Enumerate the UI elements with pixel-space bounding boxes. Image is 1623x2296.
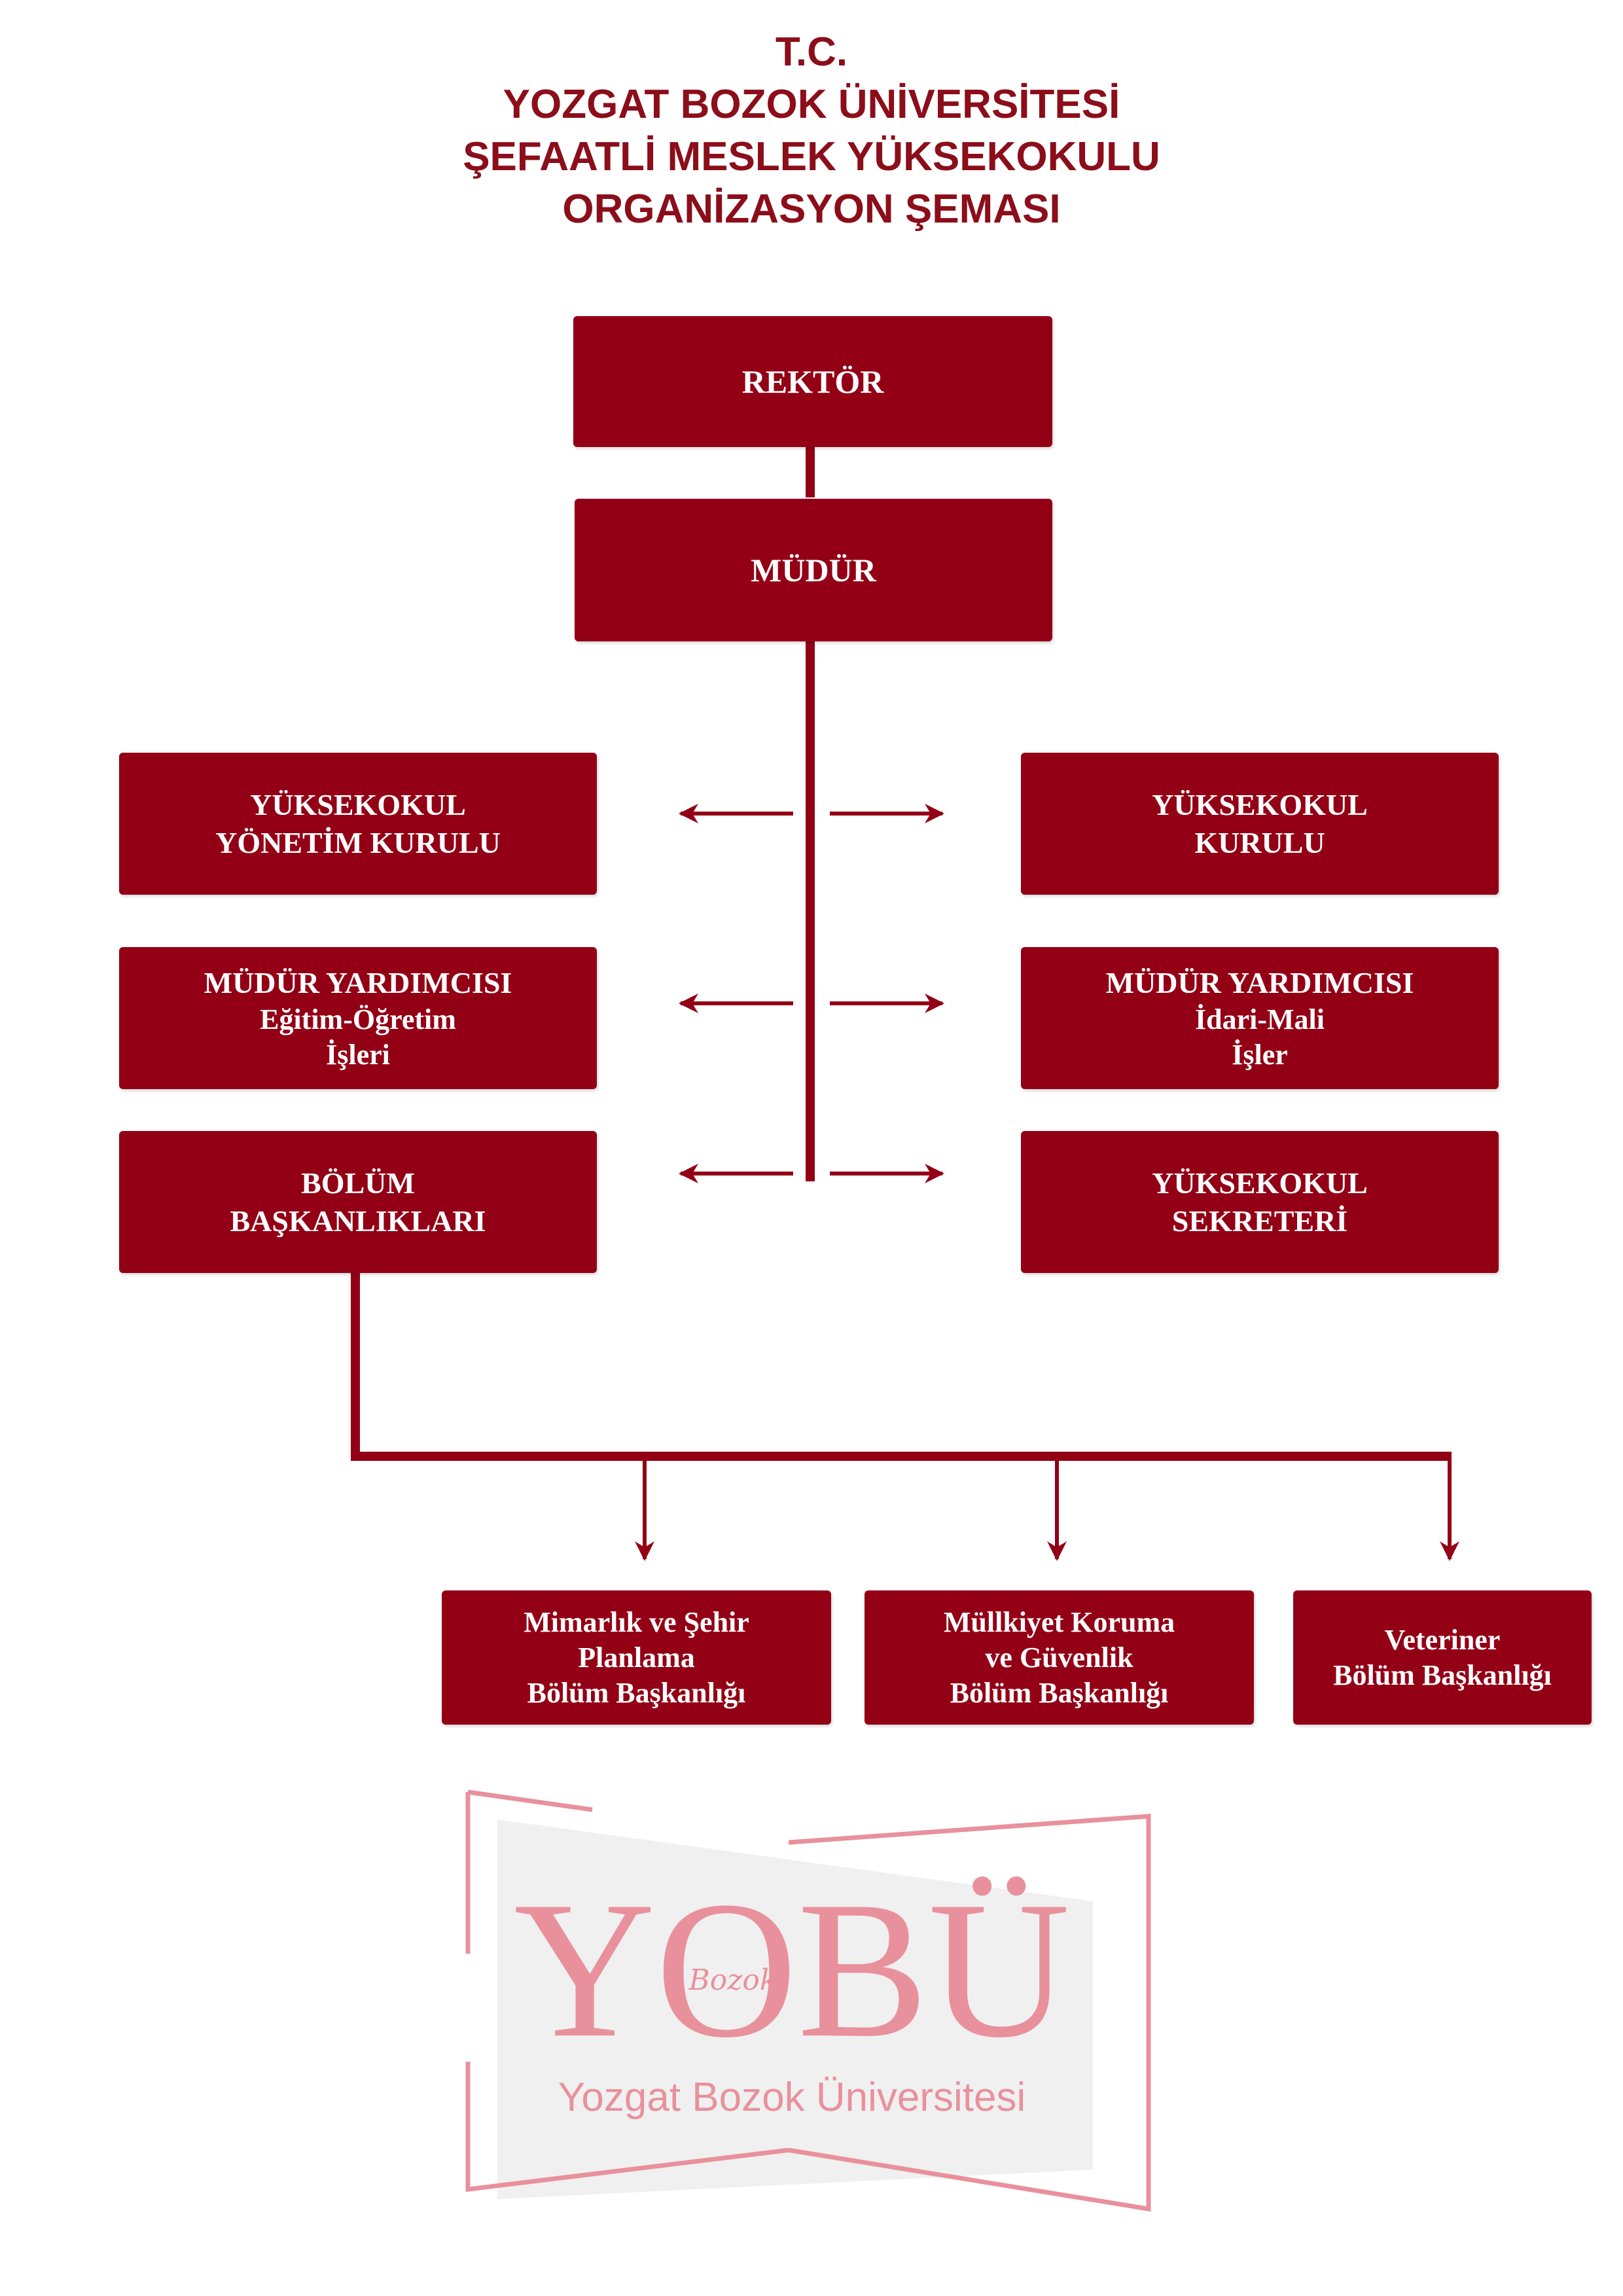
box-bolum-baskanliklari: BÖLÜM BAŞKANLIKLARI	[119, 1131, 597, 1273]
department-mulkiyet-line-3: Bölüm Başkanlığı	[950, 1676, 1169, 1709]
department-mimarlik-line-3: Bölüm Başkanlığı	[527, 1676, 746, 1709]
box-mudur-label: MÜDÜR	[751, 552, 876, 588]
box-mudur-yardimcisi-egitim: MÜDÜR YARDIMCISI Eğitim-Öğretim İşleri	[119, 947, 597, 1089]
title-line-1: T.C.	[775, 29, 848, 75]
box-rektor: REKTÖR	[573, 316, 1052, 447]
mudur-yrd-egitim-line-2: Eğitim-Öğretim	[260, 1003, 456, 1035]
title-line-3: ŞEFAATLİ MESLEK YÜKSEKOKULU	[463, 134, 1160, 179]
box-department-mimarlik: Mimarlık ve Şehir Planlama Bölüm Başkanl…	[442, 1590, 831, 1725]
sekreter-line-2: SEKRETERİ	[1171, 1204, 1348, 1238]
department-veteriner-line-2: Bölüm Başkanlığı	[1333, 1659, 1552, 1691]
box-department-mulkiyet: Müllkiyet Koruma ve Güvenlik Bölüm Başka…	[865, 1590, 1254, 1725]
department-bus	[351, 1270, 1450, 1461]
mudur-yrd-idari-line-3: İşler	[1232, 1038, 1288, 1071]
title-line-4: ORGANİZASYON ŞEMASI	[562, 187, 1061, 232]
bolum-baskanliklari-line-1: BÖLÜM	[301, 1166, 415, 1200]
box-mudur: MÜDÜR	[575, 499, 1052, 641]
logo-wordmark: YOBÜ	[514, 1861, 1070, 2078]
box-yonetim-kurulu: YÜKSEKOKUL YÖNETİM KURULU	[119, 753, 597, 895]
department-mulkiyet-line-1: Müllkiyet Koruma	[943, 1605, 1175, 1638]
yonetim-kurulu-line-1: YÜKSEKOKUL	[250, 787, 466, 821]
department-mimarlik-line-1: Mimarlık ve Şehir	[524, 1605, 749, 1638]
mudur-yrd-idari-line-2: İdari-Mali	[1195, 1003, 1325, 1035]
box-yuksekokul-kurulu: YÜKSEKOKUL KURULU	[1021, 753, 1499, 895]
chart-title: T.C. YOZGAT BOZOK ÜNİVERSİTESİ ŞEFAATLİ …	[0, 26, 1623, 236]
yuksekokul-kurulu-line-1: YÜKSEKOKUL	[1152, 787, 1368, 821]
mudur-yrd-egitim-line-1: MÜDÜR YARDIMCISI	[204, 965, 512, 999]
mudur-yrd-idari-line-1: MÜDÜR YARDIMCISI	[1105, 965, 1414, 999]
title-line-2: YOZGAT BOZOK ÜNİVERSİTESİ	[503, 82, 1120, 127]
department-mulkiyet-line-2: ve Güvenlik	[985, 1641, 1133, 1674]
mudur-yrd-egitim-line-3: İşleri	[326, 1038, 390, 1071]
bolum-baskanliklari-line-2: BAŞKANLIKLARI	[230, 1204, 486, 1238]
box-department-veteriner: Veteriner Bölüm Başkanlığı	[1293, 1590, 1592, 1725]
department-veteriner-line-1: Veteriner	[1384, 1623, 1501, 1656]
department-mimarlik-line-2: Planlama	[578, 1641, 695, 1674]
logo-university-name: Yozgat Bozok Üniversitesi	[558, 2075, 1026, 2120]
logo-background-panel	[497, 1820, 1093, 2199]
yuksekokul-kurulu-line-2: KURULU	[1194, 825, 1325, 859]
box-yuksekokul-sekreteri: YÜKSEKOKUL SEKRETERİ	[1021, 1131, 1499, 1273]
sekreter-line-1: YÜKSEKOKUL	[1152, 1166, 1368, 1200]
logo-frame	[465, 1789, 1151, 2212]
logo-script: Bozok	[688, 1964, 777, 1997]
yonetim-kurulu-line-2: YÖNETİM KURULU	[215, 825, 501, 859]
box-mudur-yardimcisi-idari: MÜDÜR YARDIMCISI İdari-Mali İşler	[1021, 947, 1499, 1089]
box-rektor-label: REKTÖR	[741, 363, 884, 400]
